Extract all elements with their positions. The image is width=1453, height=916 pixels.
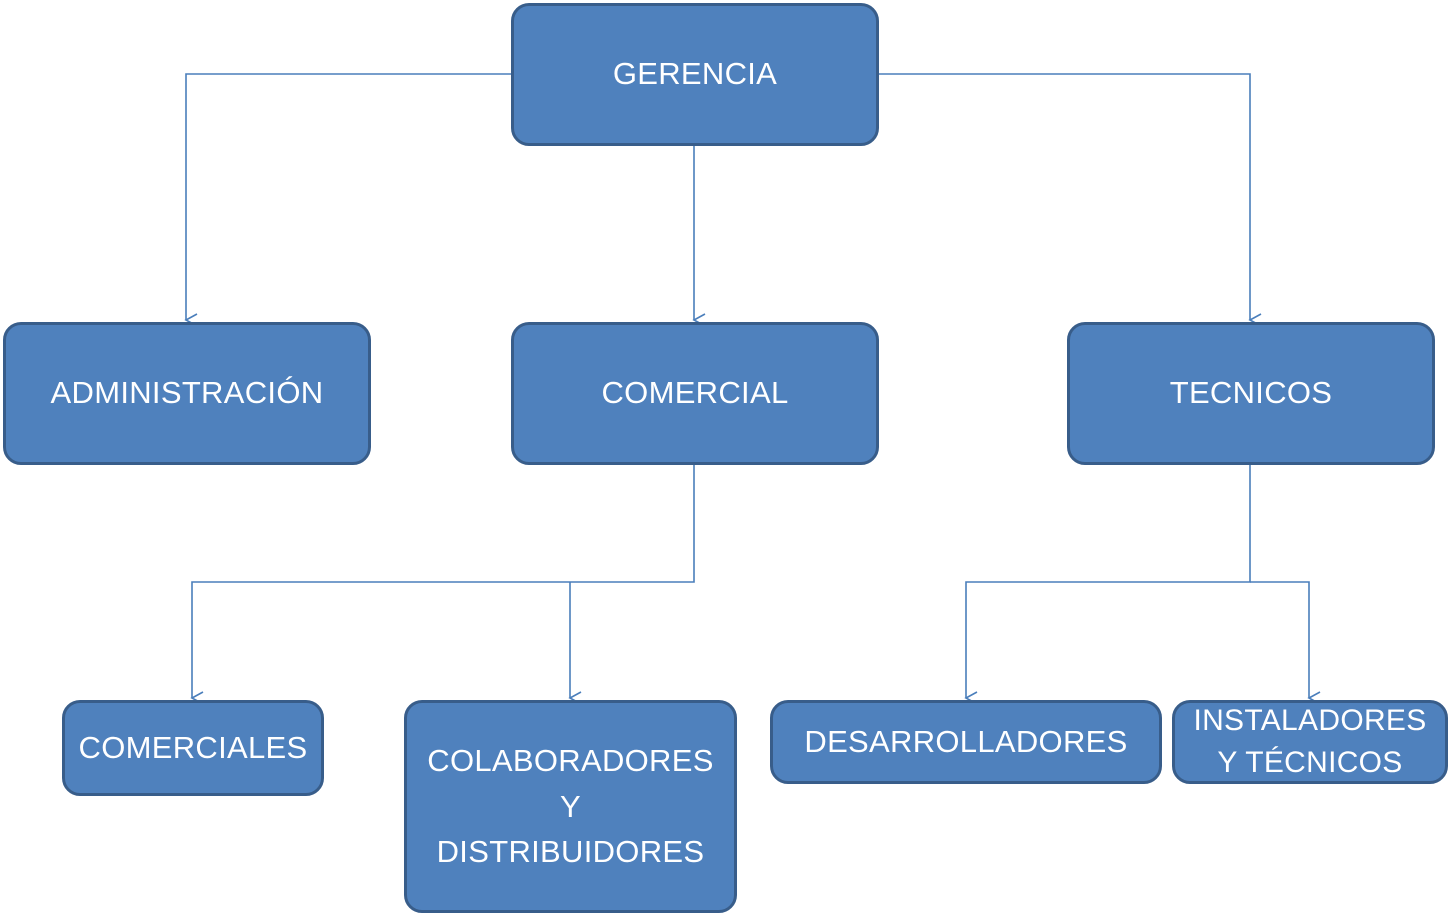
node-desarrolladores-label: DESARROLLADORES: [804, 723, 1128, 759]
edge-gerencia-tecnicos: [879, 73, 1262, 327]
node-instaladores-label: INSTALADORES Y TÉCNICOS: [1193, 704, 1427, 779]
edge-comercial-comerciales: [190, 465, 695, 705]
edge-tecnicos-instaladores: [1250, 581, 1321, 705]
node-colaboradores-label: COLABORADORES Y DISTRIBUIDORES: [427, 742, 714, 870]
node-desarrolladores: DESARROLLADORES: [770, 700, 1162, 784]
node-comerciales-label: COMERCIALES: [78, 729, 308, 765]
node-tecnicos: TECNICOS: [1067, 322, 1435, 465]
node-comercial: COMERCIAL: [511, 322, 879, 465]
node-comercial-label: COMERCIAL: [601, 375, 789, 411]
node-comerciales: COMERCIALES: [62, 700, 324, 796]
node-administracion: ADMINISTRACIÓN: [3, 322, 371, 465]
edge-tecnicos-desarrolladores: [964, 465, 1251, 705]
node-gerencia: GERENCIA: [511, 3, 879, 146]
node-administracion-label: ADMINISTRACIÓN: [50, 375, 324, 411]
node-gerencia-label: GERENCIA: [612, 56, 778, 92]
node-colaboradores-distribuidores: COLABORADORES Y DISTRIBUIDORES: [404, 700, 737, 913]
edge-gerencia-administracion: [184, 73, 511, 327]
node-instaladores-tecnicos: INSTALADORES Y TÉCNICOS: [1172, 700, 1448, 784]
node-tecnicos-label: TECNICOS: [1169, 375, 1333, 411]
